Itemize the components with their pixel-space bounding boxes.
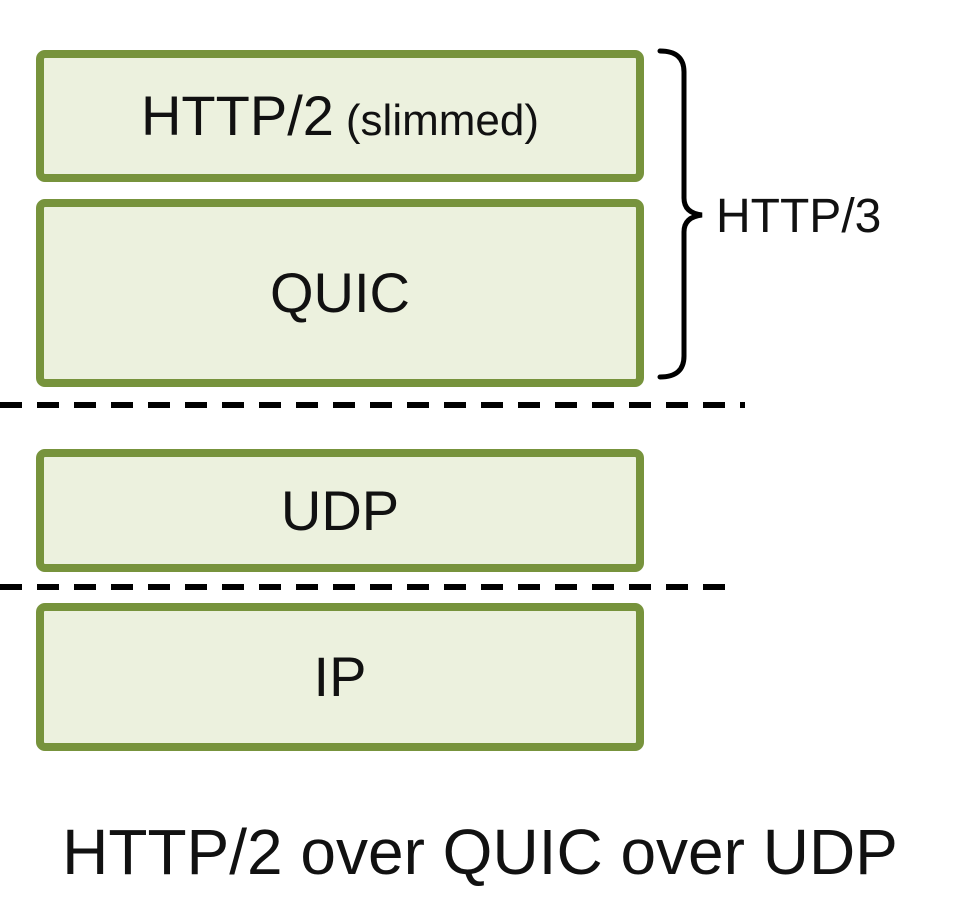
layer-label-quic: QUIC (270, 261, 410, 324)
layer-box-http2: HTTP/2 (slimmed) (36, 50, 644, 182)
layer-box-quic: QUIC (36, 199, 644, 387)
dashed-separator-top (0, 402, 745, 408)
dashed-separator-bottom (0, 584, 739, 590)
layer-sublabel-http2-slimmed: (slimmed) (345, 96, 540, 145)
layer-box-ip: IP (36, 603, 644, 751)
layer-label-http2: HTTP/2 (140, 84, 334, 147)
layer-label-udp: UDP (280, 478, 400, 542)
layer-label-ip: IP (313, 645, 367, 708)
diagram-caption: HTTP/2 over QUIC over UDP (62, 816, 898, 888)
curly-brace-icon (657, 48, 703, 380)
layer-box-udp: UDP (36, 449, 644, 572)
layer-box-http2-label-row: HTTP/2 (slimmed) (141, 88, 539, 144)
bracket-label-http3: HTTP/3 (716, 190, 882, 243)
